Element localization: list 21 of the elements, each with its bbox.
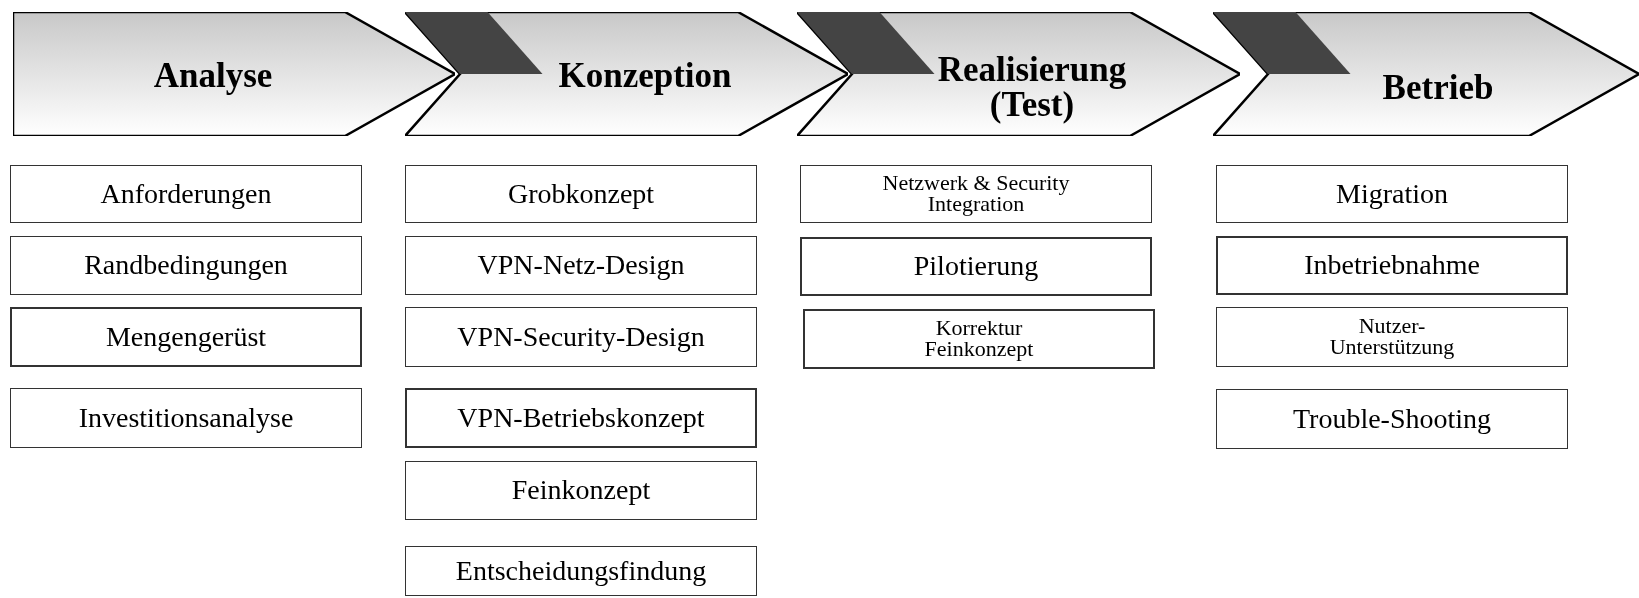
task-box: Netzwerk & Security Integration: [800, 165, 1152, 223]
task-box: VPN-Security-Design: [405, 307, 757, 367]
task-box: Migration: [1216, 165, 1568, 223]
task-box: Anforderungen: [10, 165, 362, 223]
task-box: Mengengerüst: [10, 307, 362, 367]
phase-title: Konzeption: [557, 58, 733, 93]
task-box: Inbetriebnahme: [1216, 236, 1568, 295]
task-box: Grobkonzept: [405, 165, 757, 223]
phase-title: Analyse: [152, 58, 274, 93]
phase-title: Realisierung (Test): [936, 52, 1128, 122]
phase-title: Betrieb: [1381, 70, 1495, 105]
task-box: VPN-Netz-Design: [405, 236, 757, 295]
task-box: Trouble-Shooting: [1216, 389, 1568, 449]
task-box: Korrektur Feinkonzept: [803, 309, 1155, 369]
task-box: Feinkonzept: [405, 461, 757, 520]
task-box: VPN-Betriebskonzept: [405, 388, 757, 448]
task-box: Randbedingungen: [10, 236, 362, 295]
task-box: Pilotierung: [800, 237, 1152, 296]
task-box: Investitionsanalyse: [10, 388, 362, 448]
task-box: Entscheidungsfindung: [405, 546, 757, 596]
task-box: Nutzer- Unterstützung: [1216, 307, 1568, 367]
